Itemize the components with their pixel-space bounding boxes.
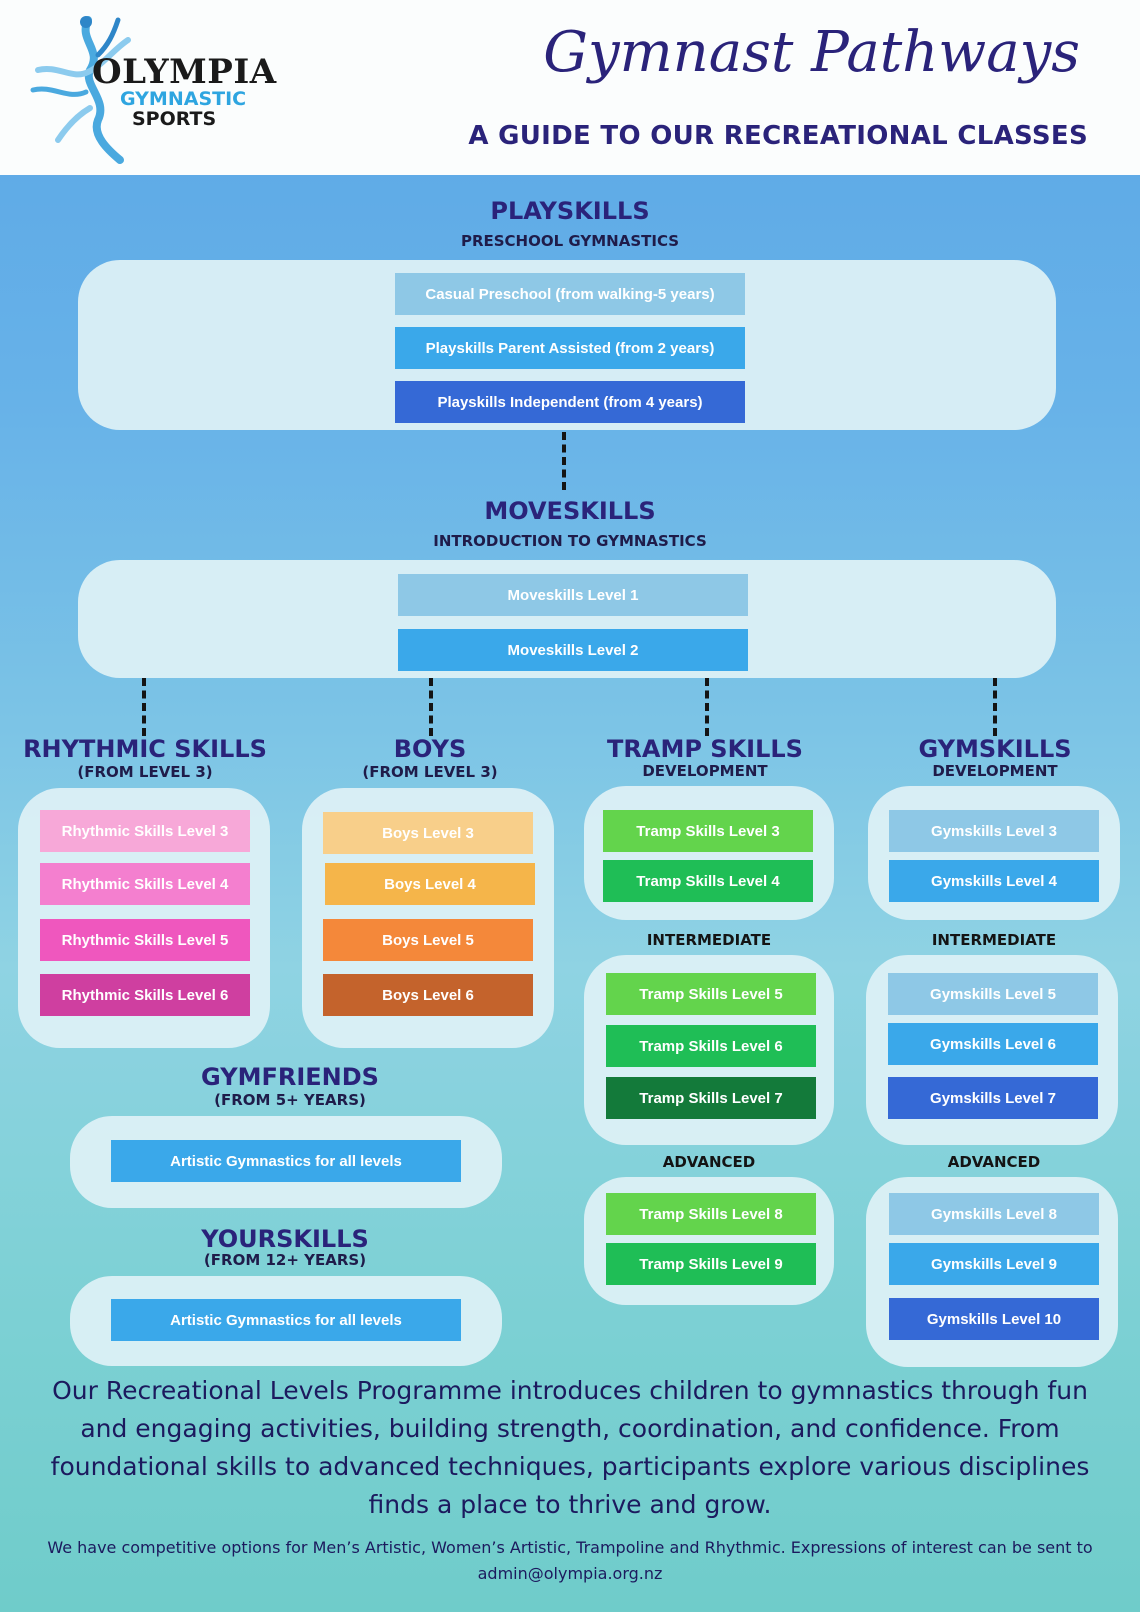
rhythmic-item-6: Rhythmic Skills Level 6 [40, 974, 250, 1016]
moveskills-item-2: Moveskills Level 2 [398, 629, 748, 671]
gymskills-item-9: Gymskills Level 9 [889, 1243, 1099, 1285]
connector-moveskills-boys [429, 678, 433, 736]
logo-gymnastic: GYMNASTIC [120, 88, 247, 110]
logo: OLYMPIA GYMNASTIC SPORTS [28, 10, 278, 165]
tramp-item-4: Tramp Skills Level 4 [603, 860, 813, 902]
tramp-item-6: Tramp Skills Level 6 [606, 1025, 816, 1067]
gymskills-item-10: Gymskills Level 10 [889, 1298, 1099, 1340]
gymskills-heading: GYMSKILLS [918, 735, 1072, 763]
moveskills-heading: MOVESKILLS [484, 497, 656, 525]
tramp-item-9: Tramp Skills Level 9 [606, 1243, 816, 1285]
yourskills-heading: YOURSKILLS [201, 1225, 369, 1253]
tramp-item-7: Tramp Skills Level 7 [606, 1077, 816, 1119]
tramp-development-label: DEVELOPMENT [642, 762, 768, 780]
gymskills-item-5: Gymskills Level 5 [888, 973, 1098, 1015]
tramp-item-8: Tramp Skills Level 8 [606, 1193, 816, 1235]
tramp-heading: TRAMP SKILLS [607, 735, 803, 763]
playskills-item-2: Playskills Parent Assisted (from 2 years… [395, 327, 745, 369]
boys-item-4: Boys Level 4 [325, 863, 535, 905]
gymskills-item-3: Gymskills Level 3 [889, 810, 1099, 852]
header: OLYMPIA GYMNASTIC SPORTS Gymnast Pathway… [0, 0, 1140, 175]
gymskills-development-label: DEVELOPMENT [932, 762, 1058, 780]
gymskills-advanced-label: ADVANCED [947, 1153, 1041, 1171]
moveskills-item-1: Moveskills Level 1 [398, 574, 748, 616]
boys-heading: BOYS [393, 735, 467, 763]
gymskills-item-4: Gymskills Level 4 [889, 860, 1099, 902]
playskills-item-3: Playskills Independent (from 4 years) [395, 381, 745, 423]
playskills-subheading: PRESCHOOL GYMNASTICS [460, 232, 680, 250]
gymfriends-heading: GYMFRIENDS [201, 1063, 379, 1091]
gymskills-item-7: Gymskills Level 7 [888, 1077, 1098, 1119]
playskills-item-1: Casual Preschool (from walking-5 years) [395, 273, 745, 315]
yourskills-item: Artistic Gymnastics for all levels [111, 1299, 461, 1341]
yourskills-subheading: (FROM 12+ YEARS) [203, 1251, 367, 1269]
tramp-item-3: Tramp Skills Level 3 [603, 810, 813, 852]
gymfriends-subheading: (FROM 5+ YEARS) [214, 1091, 366, 1109]
gymskills-intermediate-label: INTERMEDIATE [931, 931, 1057, 949]
gymskills-item-8: Gymskills Level 8 [889, 1193, 1099, 1235]
footer-description: Our Recreational Levels Programme introd… [50, 1376, 1090, 1519]
rhythmic-heading: RHYTHMIC SKILLS [23, 735, 267, 763]
footer-contact-note: We have competitive options for Men’s Ar… [47, 1538, 1093, 1583]
gymfriends-item: Artistic Gymnastics for all levels [111, 1140, 461, 1182]
boys-subheading: (FROM LEVEL 3) [362, 763, 498, 781]
rhythmic-subheading: (FROM LEVEL 3) [77, 763, 213, 781]
logo-sports: SPORTS [132, 108, 217, 130]
connector-playskills-moveskills [562, 432, 566, 490]
rhythmic-item-5: Rhythmic Skills Level 5 [40, 919, 250, 961]
logo-olympia: OLYMPIA [92, 52, 277, 92]
rhythmic-item-4: Rhythmic Skills Level 4 [40, 863, 250, 905]
playskills-heading: PLAYSKILLS [490, 197, 650, 225]
boys-item-5: Boys Level 5 [323, 919, 533, 961]
gymskills-item-6: Gymskills Level 6 [888, 1023, 1098, 1065]
boys-item-3: Boys Level 3 [323, 812, 533, 854]
boys-item-6: Boys Level 6 [323, 974, 533, 1016]
rhythmic-item-3: Rhythmic Skills Level 3 [40, 810, 250, 852]
tramp-intermediate-label: INTERMEDIATE [646, 931, 772, 949]
connector-moveskills-gymskills [993, 678, 997, 736]
page-subtitle: A GUIDE TO OUR RECREATIONAL CLASSES [468, 121, 1088, 151]
tramp-advanced-label: ADVANCED [662, 1153, 756, 1171]
moveskills-subheading: INTRODUCTION TO GYMNASTICS [433, 532, 707, 550]
connector-moveskills-tramp [705, 678, 709, 736]
gymnast-figure-icon [30, 16, 131, 164]
page-title: Gymnast Pathways [543, 20, 1080, 85]
connector-moveskills-rhythmic [142, 678, 146, 736]
tramp-item-5: Tramp Skills Level 5 [606, 973, 816, 1015]
